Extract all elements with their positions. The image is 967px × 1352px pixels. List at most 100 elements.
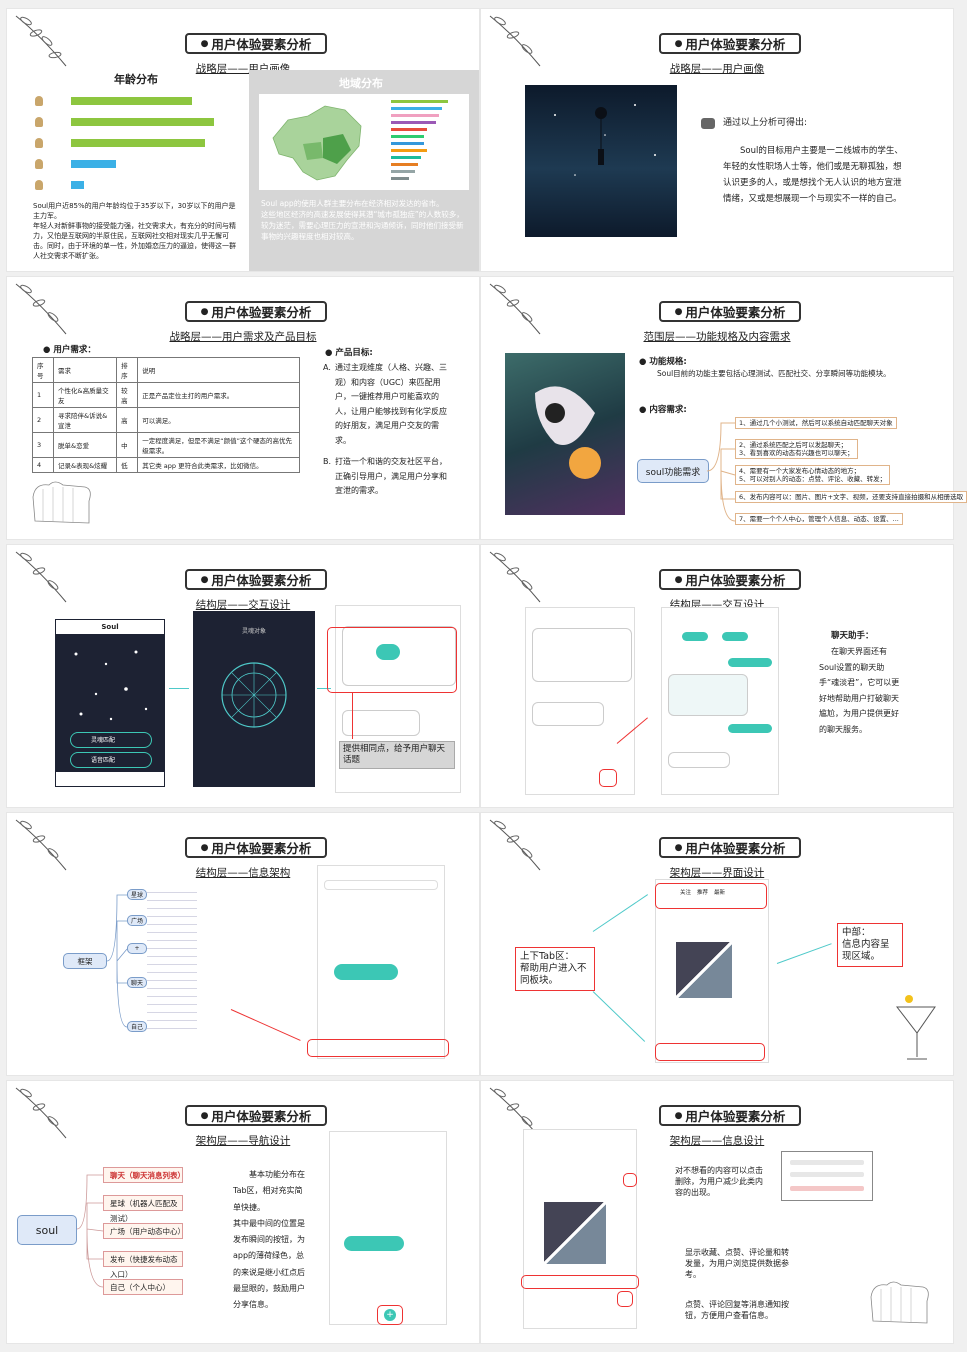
slide-subtitle: 结构层——交互设计 <box>195 599 291 611</box>
table-cell: 一定程度满足，但是不满足“颜值”这个硬态的高优先级需求。 <box>137 432 300 458</box>
feed-tab[interactable]: 关注 <box>680 890 692 896</box>
age-bar <box>71 181 85 189</box>
leaf-branch-icon <box>489 15 541 67</box>
person-icon <box>35 96 43 106</box>
content-area-note: 中部： 信息内容呈现区域。 <box>837 923 903 967</box>
title-bullet-icon: ● <box>674 574 683 585</box>
slide-8: ●用户体验要素分析 架构层——界面设计 关注推荐最新 上下Tab区： 帮助用户进… <box>480 812 954 1076</box>
slide-subtitle: 架构层——界面设计 <box>669 867 765 879</box>
chat-bubble <box>532 702 604 726</box>
slide-6: ●用户体验要素分析 结构层——交互设计 聊天助手： 在聊天界面还有Soul设置的… <box>480 544 954 808</box>
slide-title-text: 用户体验要素分析 <box>211 573 312 588</box>
nav-screen <box>329 1131 447 1325</box>
region-bar <box>391 149 427 152</box>
match-card <box>532 628 632 682</box>
nav-item: 自己（个人中心） <box>103 1279 183 1295</box>
leaf-branch-icon <box>489 551 541 603</box>
region-chart <box>259 94 469 190</box>
slide-title-text: 用户体验要素分析 <box>685 1109 786 1124</box>
nav-item: 广场（用户动态中心） <box>103 1223 185 1239</box>
nav-text: 基本功能分布在Tab区，相对充实简单快捷。 其中最中间的位置是发布瞬间的按钮，为… <box>233 1170 305 1310</box>
person-icon <box>35 180 43 190</box>
age-bar <box>71 139 206 147</box>
nav-item: 星球（机器人匹配及测试） <box>103 1195 183 1223</box>
goal-b-prefix: B. <box>323 457 332 466</box>
region-bars <box>379 98 465 188</box>
night-sky-image <box>525 85 677 237</box>
feed-tab[interactable]: 最新 <box>714 890 726 896</box>
slide-title: ●用户体验要素分析 <box>185 837 327 858</box>
photo-grid <box>544 1202 606 1264</box>
table-header-row: 序号需求排序说明 <box>31 357 300 383</box>
slide-title: ●用户体验要素分析 <box>659 33 801 54</box>
info-screen <box>523 1129 637 1329</box>
note-delete: 对不想看的内容可以点击删除，为用户减少此类内容的出现。 <box>675 1166 763 1197</box>
leaf-branch-icon <box>15 15 67 67</box>
voice-match-button[interactable]: 语音匹配 <box>70 752 152 768</box>
architecture-root: 框架 <box>63 953 107 969</box>
suggest-btn-2 <box>722 632 748 641</box>
note-stats: 显示收藏、点赞、评论量和转发量，为用户浏览提供数据参考。 <box>685 1248 789 1279</box>
age-text: Soul用户近85%的用户年龄均位于35岁以下，30岁以下的用户是主力军。 年轻… <box>33 202 236 260</box>
intro-text: 通过以上分析可得出: <box>723 118 808 128</box>
voice-post <box>334 964 398 980</box>
table-cell: 寻求陪伴&诉说&宣泄 <box>53 407 118 433</box>
func-label-text: 功能规格: <box>649 357 687 367</box>
match-avatar <box>376 644 400 660</box>
table-header: 说明 <box>137 357 300 383</box>
slide-title: ●用户体验要素分析 <box>185 569 327 590</box>
table-cell: 低 <box>116 457 139 473</box>
slide-5: ●用户体验要素分析 结构层——交互设计 Soul 灵魂匹配 语音匹配 灵魂对象 … <box>6 544 480 808</box>
illustration-image <box>505 353 625 515</box>
assistant-bubble <box>668 674 748 716</box>
slide-title-text: 用户体验要素分析 <box>211 841 312 856</box>
target-user-text: Soul的目标用户主要是一二线城市的学生、年轻的女性职场人士等，他们或是无聊孤独… <box>723 146 903 204</box>
flow-arrow-1 <box>169 688 189 689</box>
slide-title: ●用户体验要素分析 <box>185 33 327 54</box>
flow-arrow-2 <box>317 688 331 689</box>
table-cell: 可以满足。 <box>137 407 300 433</box>
photo-grid <box>676 942 732 998</box>
slide-9: ●用户体验要素分析 架构层——导航设计 soul 聊天（聊天消息列表）星球（机器… <box>6 1080 480 1344</box>
age-bars <box>31 91 241 197</box>
slide-title-text: 用户体验要素分析 <box>211 37 312 52</box>
table-cell: 记录&表现&炫耀 <box>53 457 118 473</box>
age-bar <box>71 160 117 168</box>
suggest-btn-1 <box>682 632 708 641</box>
publish-button[interactable]: + <box>384 1309 396 1321</box>
matching-screen: 灵魂对象 <box>193 611 315 787</box>
planet-screen-title: Soul <box>56 620 164 634</box>
region-bar <box>391 177 409 180</box>
need-label-text: 用户需求： <box>53 345 96 355</box>
square-screen <box>317 865 445 1059</box>
matching-screen-title: 灵魂对象 <box>241 628 266 635</box>
soul-match-button[interactable]: 灵魂匹配 <box>70 732 152 748</box>
arrow-top <box>592 894 648 932</box>
chat-bubble-teal <box>728 658 772 667</box>
slide-2: ●用户体验要素分析 战略层——用户画像 通过以上分析可得出: Soul的目标用户… <box>480 8 954 272</box>
architecture-branch: + <box>127 943 147 954</box>
age-chart: 年龄分布 <box>31 71 241 197</box>
arrow-bottom <box>592 991 646 1042</box>
feed-tab[interactable]: 推荐 <box>697 890 709 896</box>
planet-screen: Soul 灵魂匹配 语音匹配 <box>55 619 165 787</box>
slide-subtitle: 架构层——导航设计 <box>195 1135 291 1147</box>
goal-a: A.通过主观维度（人格、兴趣、三观）和内容（UGC）来匹配用户，一键推荐用户可能… <box>323 361 449 448</box>
highlight-stats <box>521 1275 639 1289</box>
nav-links <box>76 1174 104 1288</box>
architecture-branch: 聊天 <box>127 977 147 988</box>
age-bar <box>71 118 214 126</box>
table-header: 需求 <box>53 357 118 383</box>
highlight-publish-button <box>377 1305 403 1325</box>
feed-screen: 关注推荐最新 <box>655 879 769 1063</box>
table-cell: 3 <box>31 432 55 458</box>
slide-title: ●用户体验要素分析 <box>659 569 801 590</box>
highlight-tabbar <box>307 1039 449 1057</box>
soul-feature-node: soul功能需求 <box>637 459 709 483</box>
age-chart-title: 年龄分布 <box>114 73 158 86</box>
table-cell: 高 <box>116 407 139 433</box>
slide-title: ●用户体验要素分析 <box>659 1105 801 1126</box>
